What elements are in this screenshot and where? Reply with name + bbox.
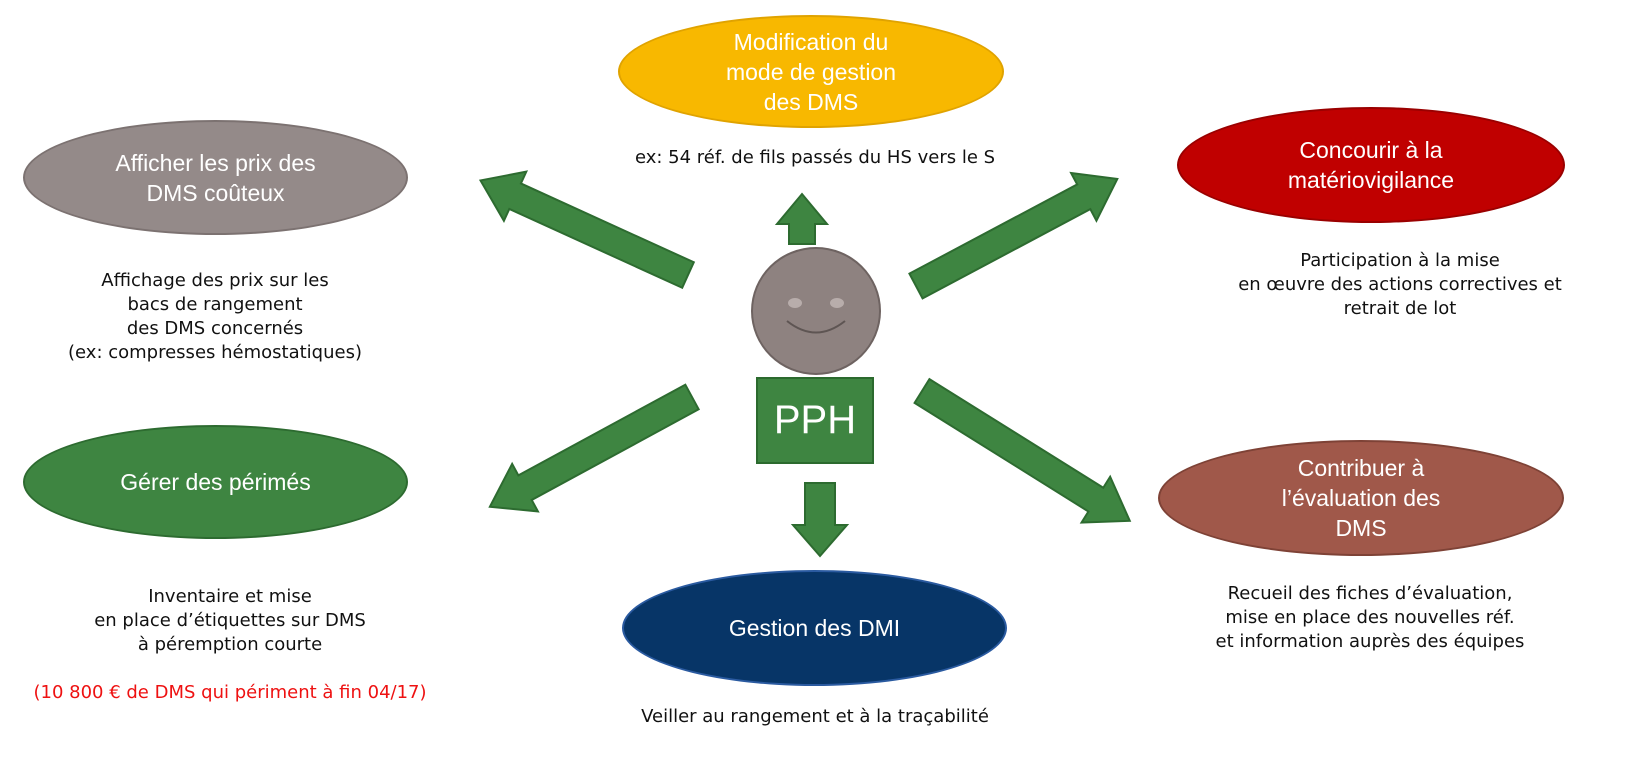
node-modification-caption: ex: 54 réf. de fils passés du HS vers le… <box>634 147 996 168</box>
node-gestion-dmi: Gestion des DMI <box>622 570 1007 686</box>
node-gerer-caption: Inventaire et mise en place d’étiquettes… <box>0 561 460 705</box>
node-gestion-dmi-label: Gestion des DMI <box>728 615 901 641</box>
node-afficher: Afficher les prix des DMS coûteux <box>23 120 408 235</box>
arrow-down-left <box>488 383 701 513</box>
node-gestion-dmi-caption: Veiller au rangement et à la traçabilité <box>641 706 989 727</box>
node-concourir-caption: Participation à la mise en œuvre des act… <box>1238 250 1562 319</box>
smiley-face-icon <box>751 247 881 375</box>
node-contribuer: Contribuer à l’évaluation des DMS <box>1158 440 1564 556</box>
node-contribuer-label: Contribuer à l’évaluation des DMS <box>1281 455 1441 541</box>
node-gerer-caption-highlight: (10 800 € de DMS qui périment à fin 04/1… <box>33 682 427 703</box>
node-gerer-caption-main: Inventaire et mise en place d’étiquettes… <box>94 586 366 655</box>
node-afficher-label: Afficher les prix des DMS coûteux <box>115 149 316 206</box>
arrow-up-right <box>908 171 1119 300</box>
node-modification: Modification du mode de gestion des DMS <box>618 15 1004 128</box>
arrow-down-right <box>913 377 1132 524</box>
node-concourir-label: Concourir à la matériovigilance <box>1287 137 1455 193</box>
node-afficher-caption: Affichage des prix sur les bacs de range… <box>68 270 362 363</box>
node-contribuer-caption: Recueil des fiches d’évaluation, mise en… <box>1215 583 1525 652</box>
arrow-up <box>774 192 830 245</box>
center-label: PPH <box>773 398 857 442</box>
node-concourir: Concourir à la matériovigilance <box>1177 107 1565 223</box>
center-node: PPH <box>756 377 874 464</box>
arrow-down <box>790 482 850 558</box>
node-modification-label: Modification du mode de gestion des DMS <box>725 28 897 115</box>
arrow-up-left <box>478 170 696 290</box>
node-gerer: Gérer des périmés <box>23 425 408 539</box>
node-gerer-label: Gérer des périmés <box>120 469 311 495</box>
